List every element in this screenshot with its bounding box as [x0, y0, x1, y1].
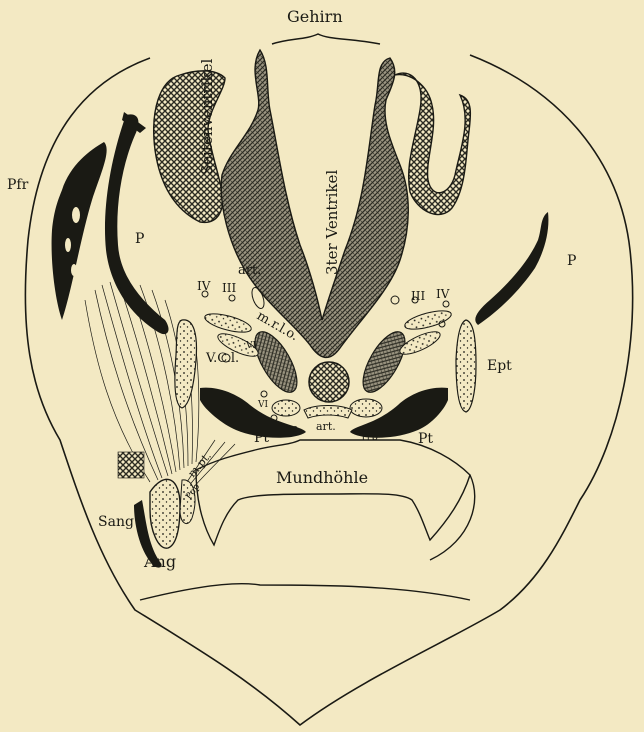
brain-bracket [272, 34, 380, 44]
midline-round-structure [309, 362, 349, 402]
label-vi-upper: VI [245, 341, 256, 351]
label-pt-left: Pt [254, 430, 269, 446]
label-mundhoehle: Mundhöhle [276, 468, 368, 487]
label-vcl: V.C.l. [205, 351, 239, 366]
label-iv-right: IV [436, 287, 450, 301]
oral-cavity-outline [196, 440, 470, 545]
label-ept: Ept [487, 358, 512, 374]
stippled-structure-right-1 [403, 307, 453, 333]
label-art-top: art. [238, 263, 261, 278]
stippled-structure-trb-left [272, 400, 300, 416]
label-p-right: P [567, 253, 576, 269]
muscle-fragment [118, 452, 144, 478]
stippled-structure-left-1 [203, 310, 253, 336]
ang-bone [150, 479, 180, 548]
label-vi-left: VI [257, 400, 268, 410]
p-bone-right [475, 212, 548, 325]
third-ventricle-region [221, 50, 408, 357]
label-pt-right: Pt [418, 431, 433, 447]
label-pfr: Pfr [7, 177, 29, 193]
label-trb: Trb [360, 432, 378, 443]
stippled-structure-trb-right [350, 399, 382, 417]
label-iv-left: IV [197, 279, 211, 293]
basisphenoid-bar [304, 406, 352, 419]
label-seitenventrikel: Seitenventrikel [198, 59, 216, 175]
label-mpt: m.pt. [185, 449, 214, 479]
jaw-lower-outline [140, 584, 470, 600]
label-third-ventricle: 3ter Ventrikel [323, 170, 341, 275]
label-art-bottom: art. [316, 420, 336, 433]
mrlo-muscle-right [355, 326, 413, 399]
label-gehirn: Gehirn [287, 7, 343, 26]
label-ang: Ang [143, 552, 176, 571]
label-p-left: P [135, 231, 144, 247]
lower-jaw-right [430, 475, 475, 560]
pfr-bone [52, 142, 107, 320]
label-iii-right: III [411, 289, 425, 303]
label-np: np. [284, 422, 302, 435]
label-sang: Sang [98, 514, 134, 530]
label-iii-left: III [222, 281, 236, 295]
ept-left [175, 320, 197, 408]
ept-right [456, 320, 476, 412]
